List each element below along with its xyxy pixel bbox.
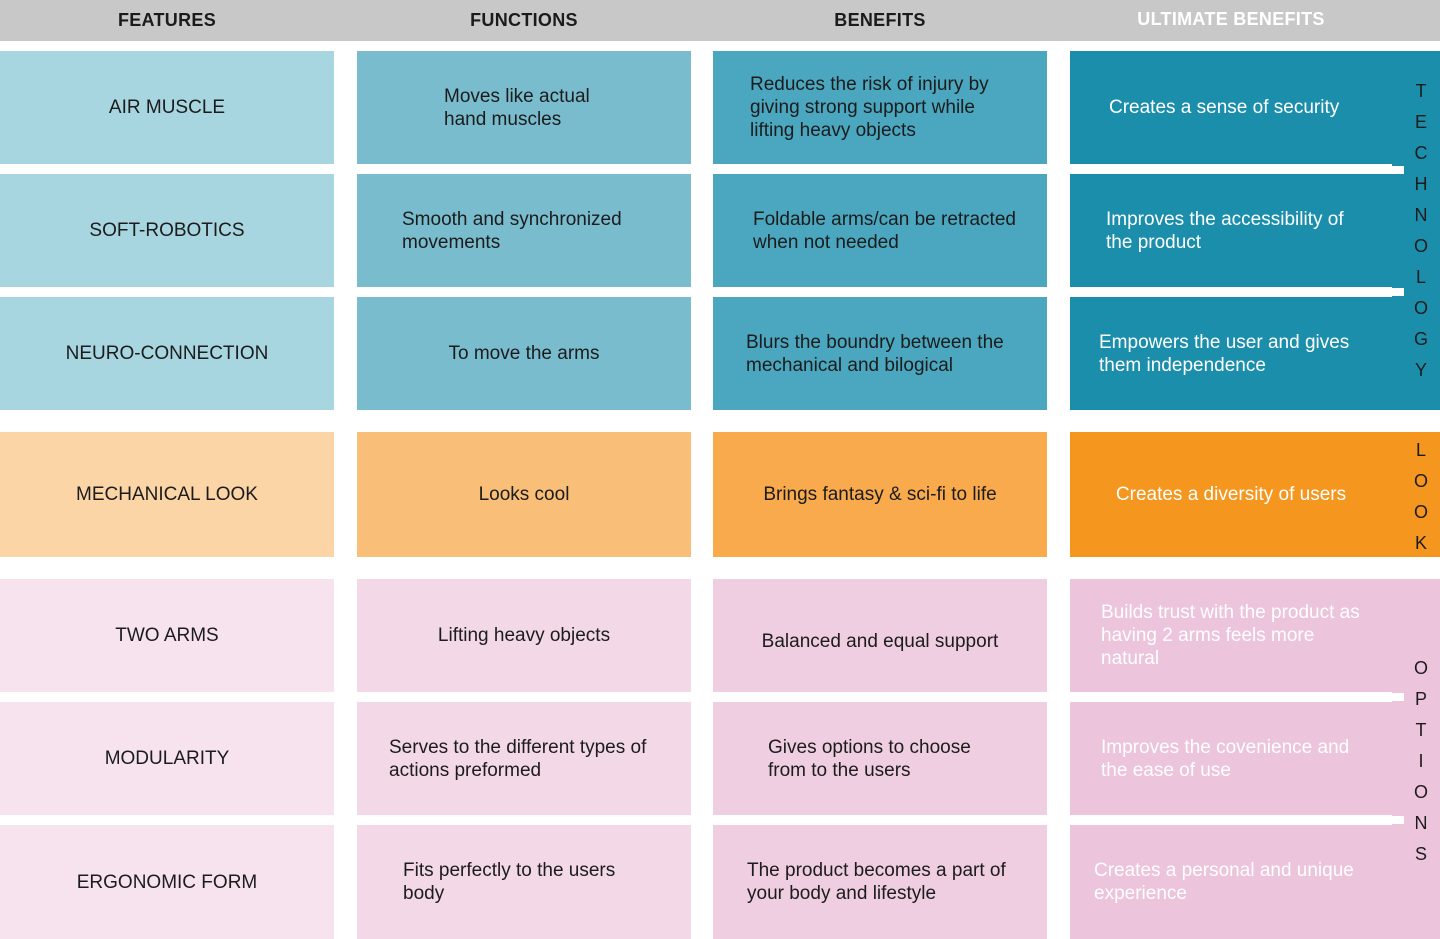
feature-cell: MECHANICAL LOOK [0,432,334,557]
benefit-cell: Foldable arms/can be retracted when not … [713,174,1047,287]
ultimate-benefit-text: Improves the accessibility of the produc… [1106,208,1344,253]
function-text: Serves to the different types of actions… [389,736,647,781]
ultimate-benefit-cell: Builds trust with the product as having … [1070,579,1392,692]
vertical-letter: L [1415,267,1426,287]
ultimate-benefits-header: ULTIMATE BENEFITS [1137,9,1325,29]
function-cell: Fits perfectly to the users body [357,825,691,939]
ultimate-benefit-text: Builds trust with the product as having … [1101,602,1360,669]
benefit-cell: Brings fantasy & sci-fi to life [713,432,1047,557]
feature-text: MECHANICAL LOOK [76,484,258,505]
feature-text: SOFT-ROBOTICS [89,220,245,241]
benefits-header: BENEFITS [834,10,926,30]
feature-text: AIR MUSCLE [108,97,226,118]
row-divider [1070,288,1404,296]
vertical-letter: S [1414,844,1427,864]
feature-cell: ERGONOMIC FORM [0,825,334,939]
function-text: Moves like actual hand muscles [444,85,590,130]
feature-cell: MODULARITY [0,702,334,815]
feature-text: ERGONOMIC FORM [76,871,258,893]
function-text: Fits perfectly to the users body [403,860,616,904]
vertical-letter: T [1415,720,1427,740]
ultimate-benefit-cell: Improves the covenience and the ease of … [1070,702,1392,815]
function-text: To move the arms [448,343,600,364]
benefit-cell: Balanced and equal support [713,579,1047,692]
vertical-letter: C [1414,143,1428,163]
features-header: FEATURES [117,10,217,30]
function-cell: Lifting heavy objects [357,579,691,692]
benefit-text: Gives options to choose from to the user… [768,736,971,781]
function-cell: Smooth and synchronized movements [357,174,691,287]
feature-cell: TWO ARMS [0,579,334,692]
function-cell: To move the arms [357,297,691,410]
function-cell: Looks cool [357,432,691,557]
vertical-letter: O [1413,236,1428,256]
benefit-cell: Reduces the risk of injury by giving str… [713,51,1047,164]
feature-cell: AIR MUSCLE [0,51,334,164]
benefit-text: The product becomes a part of your body … [747,860,1006,904]
ultimate-benefit-cell: Improves the accessibility of the produc… [1070,174,1392,287]
feature-text: MODULARITY [104,748,230,769]
benefit-cell: The product becomes a part of your body … [713,825,1047,939]
feature-text: NEURO-CONNECTION [65,343,269,364]
vertical-letter: K [1414,533,1427,553]
vertical-letter: O [1413,782,1428,802]
benefit-text: Balanced and equal support [761,631,999,652]
ultimate-benefit-text: Improves the covenience and the ease of … [1101,736,1350,781]
vertical-letter: O [1413,658,1428,678]
feature-cell: NEURO-CONNECTION [0,297,334,410]
benefit-text: Foldable arms/can be retracted when not … [753,208,1016,253]
vertical-letter: I [1418,751,1424,771]
row-divider [1070,693,1404,701]
feature-text: TWO ARMS [115,625,219,646]
header-bar: FEATURES FUNCTIONS BENEFITS ULTIMATE BEN… [0,0,1440,41]
vertical-letter: O [1413,502,1428,522]
ultimate-benefit-cell: Creates a diversity of users [1070,432,1392,557]
vertical-letter: G [1413,329,1428,349]
row-divider [1070,166,1404,174]
vertical-letter: O [1413,471,1428,491]
function-text: Lifting heavy objects [437,625,611,646]
ultimate-benefit-text: Creates a diversity of users [1115,484,1347,505]
benefit-cell: Blurs the boundry between the mechanical… [713,297,1047,410]
vertical-letter: Y [1414,360,1427,380]
vertical-letter: P [1414,689,1427,709]
benefit-text: Blurs the boundry between the mechanical… [746,331,1004,376]
vertical-letter: H [1414,174,1428,194]
vertical-letter: L [1415,440,1426,460]
ultimate-benefit-text: Empowers the user and gives them indepen… [1099,331,1350,376]
vertical-letter: E [1414,112,1427,132]
function-cell: Moves like actual hand muscles [357,51,691,164]
functions-header: FUNCTIONS [470,10,578,30]
benefit-text: Reduces the risk of injury by giving str… [750,74,989,141]
function-cell: Serves to the different types of actions… [357,702,691,815]
function-text: Looks cool [478,484,570,505]
ultimate-benefit-cell: Empowers the user and gives them indepen… [1070,297,1392,410]
function-text: Smooth and synchronized movements [402,208,622,253]
ultimate-benefit-cell: Creates a sense of security [1070,51,1392,164]
vertical-letter: T [1415,81,1427,101]
ultimate-benefit-cell: Creates a personal and unique experience [1070,825,1392,939]
vertical-letter: N [1414,205,1428,225]
vertical-letter: O [1413,298,1428,318]
vertical-letter: N [1414,813,1428,833]
benefit-cell: Gives options to choose from to the user… [713,702,1047,815]
row-divider [1070,816,1404,824]
feature-cell: SOFT-ROBOTICS [0,174,334,287]
ultimate-benefit-text: Creates a personal and unique experience [1094,860,1354,904]
benefit-text: Brings fantasy & sci-fi to life [763,484,997,505]
ultimate-benefit-text: Creates a sense of security [1109,97,1340,118]
